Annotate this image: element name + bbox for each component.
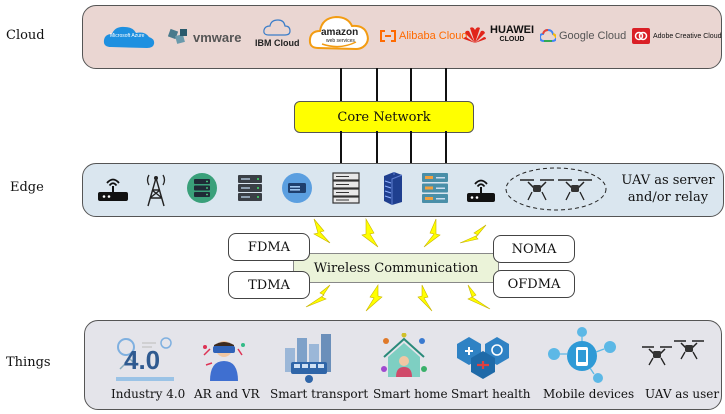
edge-link-2 bbox=[376, 131, 378, 163]
router-icon-2 bbox=[467, 179, 495, 202]
smart-transport-icon bbox=[285, 334, 331, 383]
lightning-bolt-icon bbox=[361, 217, 379, 248]
lightning-bolt-icon bbox=[423, 218, 441, 248]
lightning-bolt-icon bbox=[417, 284, 433, 312]
tdma-box: TDMA bbox=[228, 271, 310, 299]
azure-label: Microsoft Azure bbox=[110, 33, 145, 39]
alibaba-label: Alibaba Cloud bbox=[399, 30, 468, 42]
ibm-cloud-icon bbox=[263, 19, 291, 36]
drone-icon bbox=[558, 179, 592, 201]
smart-health-icon bbox=[457, 337, 509, 379]
adobe-cc-icon bbox=[632, 28, 650, 44]
server-green-icon bbox=[187, 173, 217, 203]
cloud-panel bbox=[82, 5, 722, 69]
edge-layer-label: Edge bbox=[10, 180, 44, 195]
server-cabinet-icon bbox=[422, 173, 448, 203]
fdma-box: FDMA bbox=[228, 233, 310, 261]
smart-home-icon bbox=[381, 333, 427, 377]
ibm-logo: IBM Cloud bbox=[255, 17, 300, 48]
amazon-sub-label: web services bbox=[326, 38, 355, 44]
lightning-bolt-icon bbox=[459, 224, 487, 244]
datacenter-tower-icon bbox=[384, 172, 403, 205]
cloud-link-4 bbox=[445, 68, 447, 101]
lightning-bolt-icon bbox=[305, 284, 331, 308]
google-cloud-icon bbox=[540, 29, 556, 42]
noma-box: NOMA bbox=[493, 235, 575, 263]
vmware-logo: vmware bbox=[168, 27, 241, 47]
edge-link-4 bbox=[445, 131, 447, 163]
industry-4-0-graphic: 4.0 bbox=[124, 345, 161, 375]
huawei-label: HUAWEI bbox=[490, 24, 534, 36]
amazon-cloud-icon bbox=[308, 15, 369, 51]
vmware-icon bbox=[168, 28, 187, 44]
uav-user-group bbox=[642, 340, 704, 366]
lightning-bolt-icon bbox=[365, 284, 383, 312]
lightning-bolt-icon bbox=[313, 218, 331, 244]
smart-transport-label: Smart transport bbox=[270, 387, 369, 401]
mobile-devices-icon bbox=[548, 327, 616, 383]
vmware-label: vmware bbox=[193, 29, 242, 45]
google-cloud-label: Google Cloud bbox=[559, 29, 627, 42]
cloud-layer-label: Cloud bbox=[6, 28, 45, 43]
arvr-label: AR and VR bbox=[194, 387, 260, 401]
adobe-label: Adobe Creative Cloud bbox=[653, 32, 722, 40]
ibm-label: IBM Cloud bbox=[255, 38, 300, 48]
amazon-logo: amazon web services bbox=[308, 12, 370, 52]
lightning-bolt-icon bbox=[467, 284, 491, 310]
alibaba-logo: Alibaba Cloud bbox=[380, 30, 468, 42]
server-blue-icon bbox=[282, 173, 312, 203]
things-layer-label: Things bbox=[6, 355, 51, 370]
drone-icon bbox=[520, 179, 554, 201]
industry-label: Industry 4.0 bbox=[111, 387, 186, 401]
google-cloud-logo: Google Cloud bbox=[540, 29, 626, 42]
drone-icon bbox=[642, 346, 672, 366]
industry-icon bbox=[116, 337, 174, 381]
huawei-logo: HUAWEI CLOUD bbox=[463, 25, 534, 45]
uav-server-group bbox=[505, 167, 607, 211]
azure-cloud-icon bbox=[103, 26, 155, 48]
uav-server-text: UAV as server and/or relay bbox=[614, 172, 722, 206]
azure-logo: Microsoft Azure bbox=[103, 25, 155, 49]
huawei-sub-label: CLOUD bbox=[499, 36, 525, 43]
server-stack-icon bbox=[332, 172, 360, 204]
wireless-communication-box: Wireless Communication bbox=[293, 253, 499, 283]
cell-tower-icon bbox=[146, 174, 166, 207]
core-network-box: Core Network bbox=[294, 101, 474, 133]
amazon-label: amazon bbox=[321, 27, 359, 38]
smart-home-label: Smart home bbox=[373, 387, 448, 401]
lightning-group bbox=[305, 217, 491, 312]
router-icon bbox=[98, 178, 128, 201]
huawei-icon bbox=[464, 27, 486, 43]
drone-icon bbox=[674, 340, 704, 360]
uav-server-line2: and/or relay bbox=[627, 190, 709, 205]
smart-health-label: Smart health bbox=[451, 387, 531, 401]
uav-user-label: UAV as user bbox=[645, 387, 720, 401]
vr-headset-icon bbox=[203, 341, 245, 381]
cloud-link-1 bbox=[340, 68, 342, 101]
cloud-link-3 bbox=[410, 68, 412, 101]
uav-server-line1: UAV as server bbox=[621, 173, 715, 188]
edge-link-3 bbox=[410, 131, 412, 163]
ofdma-box: OFDMA bbox=[493, 270, 575, 298]
server-rack-icon bbox=[238, 175, 262, 201]
mobile-devices-label: Mobile devices bbox=[543, 387, 635, 401]
alibaba-icon bbox=[380, 30, 396, 42]
cloud-link-2 bbox=[376, 68, 378, 101]
adobe-logo: Adobe Creative Cloud bbox=[632, 28, 722, 44]
edge-link-1 bbox=[340, 131, 342, 163]
